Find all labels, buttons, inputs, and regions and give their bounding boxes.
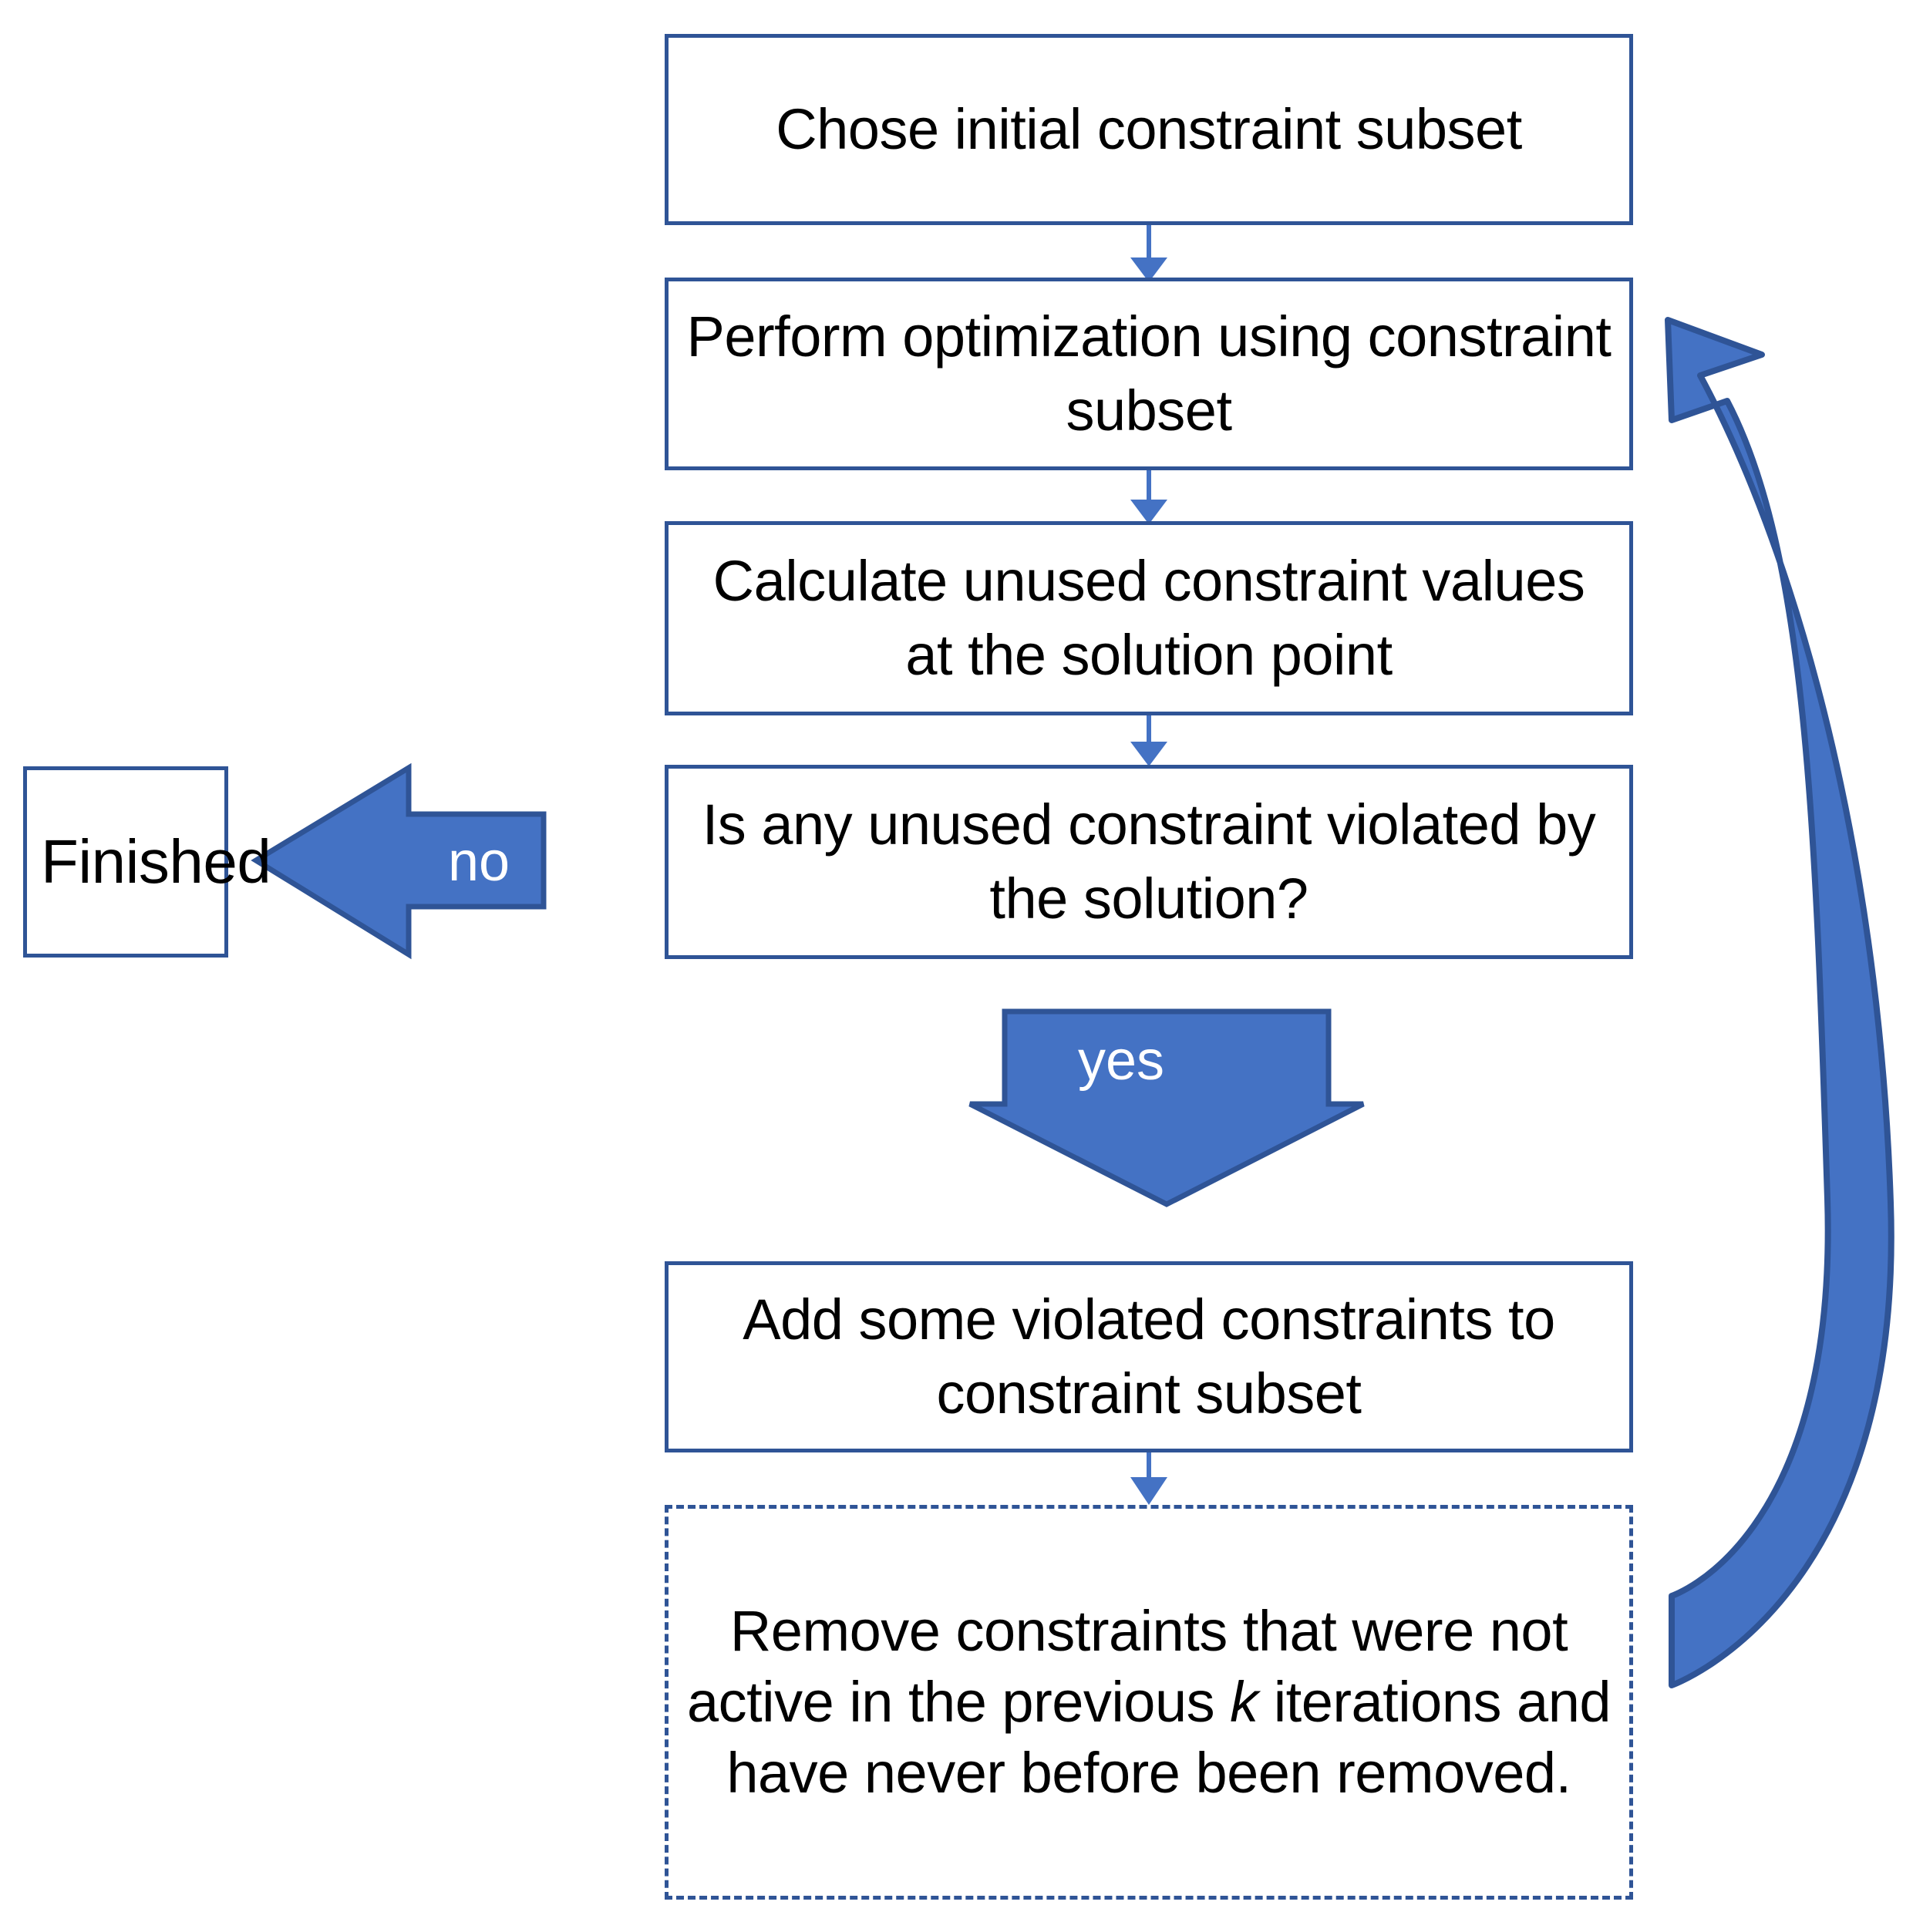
connector-add-to-remove bbox=[1130, 1452, 1167, 1505]
node-decision-is-any-unused-constraint-violated[interactable]: Is any unused constraint violated by the… bbox=[665, 765, 1633, 959]
node-finished-label: Finished bbox=[41, 827, 271, 896]
node-choose-initial-constraint-subset[interactable]: Chose initial constraint subset bbox=[665, 34, 1633, 225]
node-calculate-unused-constraint-values[interactable]: Calculate unused constraint values at th… bbox=[665, 521, 1633, 715]
node-remove-inactive-text-part2: iterations and have never before been re… bbox=[726, 1670, 1612, 1805]
connector-perform-to-calculate bbox=[1130, 470, 1167, 524]
node-remove-inactive-constraints[interactable]: Remove constraints that were not active … bbox=[665, 1505, 1633, 1900]
yes-arrow-label: yes bbox=[1078, 1030, 1165, 1092]
node-choose-initial-label: Chose initial constraint subset bbox=[776, 96, 1522, 161]
node-remove-inactive-k-variable: k bbox=[1230, 1670, 1258, 1735]
node-decision-label: Is any unused constraint violated by the… bbox=[702, 792, 1596, 931]
node-perform-optimization-label: Perform optimization using constraint su… bbox=[686, 304, 1612, 443]
loop-back-curved-arrow bbox=[1665, 317, 1894, 1688]
node-calculate-unused-label: Calculate unused constraint values at th… bbox=[712, 548, 1585, 687]
node-remove-inactive-label: Remove constraints that were not active … bbox=[682, 1596, 1615, 1808]
connector-calculate-to-decision bbox=[1130, 715, 1167, 766]
node-remove-inactive-text-part1: Remove constraints that were not active … bbox=[686, 1599, 1568, 1735]
no-arrow-label: no bbox=[447, 831, 510, 893]
node-perform-optimization[interactable]: Perform optimization using constraint su… bbox=[665, 278, 1633, 470]
node-add-violated-label: Add some violated constraints to constra… bbox=[743, 1287, 1555, 1425]
connector-choose-to-perform bbox=[1130, 225, 1167, 282]
node-add-some-violated-constraints[interactable]: Add some violated constraints to constra… bbox=[665, 1261, 1633, 1452]
node-finished[interactable]: Finished bbox=[23, 766, 271, 958]
